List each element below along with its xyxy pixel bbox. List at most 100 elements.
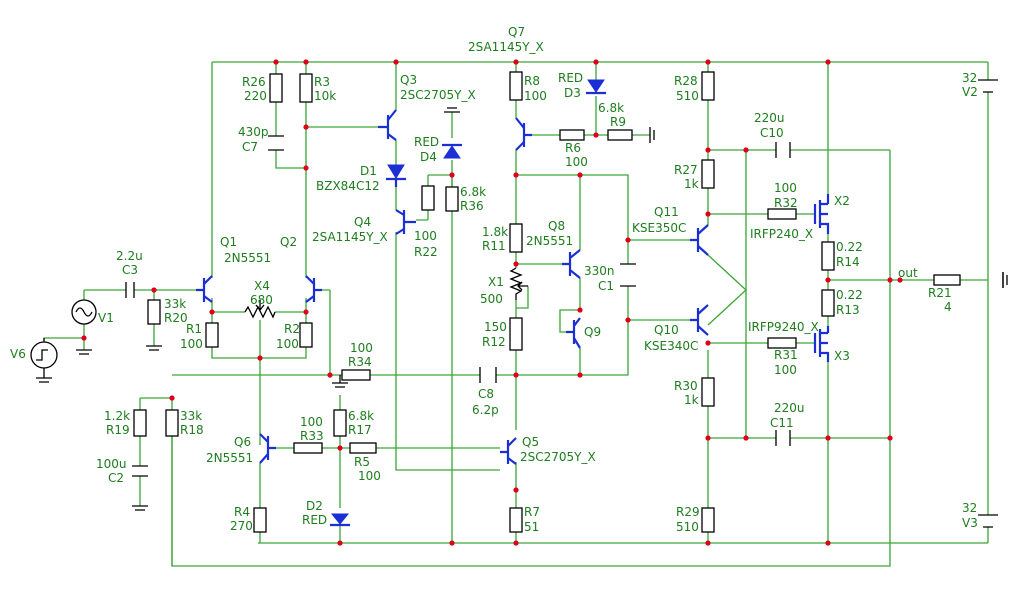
resistor-R6: [559, 129, 585, 141]
label-R27: R27: [674, 163, 698, 177]
trimmer-X4: [244, 305, 276, 319]
resistor-R22: [421, 185, 435, 211]
label-R31-value: 100: [774, 363, 797, 377]
label-R2-value: 100: [276, 337, 299, 351]
label-R12: R12: [482, 335, 506, 349]
label-out: out: [898, 266, 918, 280]
resistor-R19: [133, 409, 147, 437]
battery-V3: [978, 514, 998, 528]
label-X2-value: IRFP240_X: [750, 227, 813, 241]
diode-D1: [386, 164, 406, 187]
transistor-Q2: [305, 275, 322, 303]
label-Q1-value: 2N5551: [224, 251, 271, 265]
resistor-R21: [933, 274, 961, 286]
label-R17-value: 6.8k: [348, 409, 374, 423]
resistor-R20: [147, 299, 161, 325]
label-V3-value: 32: [962, 501, 977, 515]
label-C8: C8: [478, 387, 494, 401]
label-X1: X1: [488, 275, 504, 289]
label-R32: R32: [774, 196, 798, 210]
resistor-R4: [253, 507, 267, 533]
label-Q6-value: 2N5551: [206, 451, 253, 465]
label-D1-value: BZX84C12: [316, 179, 380, 193]
label-Q11-value: KSE350C: [632, 221, 686, 235]
ground-V1: [76, 349, 92, 355]
resistor-R18: [165, 409, 179, 437]
label-X1-value: 500: [480, 292, 503, 306]
label-R5: R5: [354, 455, 370, 469]
label-R12-value: 150: [484, 320, 507, 334]
label-C1-value: 330n: [584, 264, 615, 278]
ground-C2: [132, 505, 148, 511]
transistor-Q6: [259, 433, 276, 464]
component-labels: Q7 2SA1145Y_X R26 220 R3 10k Q3 2SC2705Y…: [10, 25, 978, 534]
transistor-Q3: [378, 109, 397, 141]
label-Q4-value: 2SA1145Y_X: [312, 230, 388, 244]
label-C7: C7: [242, 140, 258, 154]
label-R9: R9: [610, 115, 626, 129]
ground-R20: [146, 345, 162, 351]
label-C1: C1: [598, 279, 614, 293]
label-R5-value: 100: [358, 469, 381, 483]
label-C7-value: 430p: [238, 125, 269, 139]
resistor-R26: [269, 73, 283, 103]
label-R13-value: 0.22: [836, 288, 863, 302]
resistor-R11: [509, 223, 523, 253]
capacitor-C3: [125, 282, 135, 298]
label-R29: R29: [676, 505, 700, 519]
label-R28-value: 510: [676, 89, 699, 103]
label-R20-value: 33k: [164, 297, 186, 311]
transistor-Q4: [395, 209, 416, 235]
label-R26: R26: [242, 75, 266, 89]
label-C8-value: 6.2p: [472, 403, 499, 417]
label-D2: D2: [306, 499, 323, 513]
battery-V2: [978, 79, 998, 93]
ground-D4: [444, 107, 460, 113]
label-R13: R13: [836, 303, 860, 317]
resistor-R17: [333, 409, 347, 437]
label-Q1: Q1: [220, 235, 237, 249]
resistor-R2: [299, 322, 313, 348]
label-V2: V2: [962, 85, 978, 99]
resistor-R13: [821, 289, 835, 317]
label-D3: D3: [564, 86, 581, 100]
label-R28: R28: [674, 74, 698, 88]
mosfet-X3: [813, 326, 830, 362]
label-Q10-value: KSE340C: [644, 339, 698, 353]
label-X3-value: IRFP9240_X: [748, 320, 819, 334]
mosfet-X2: [813, 194, 830, 234]
transistor-Q7: [515, 117, 532, 151]
label-R3: R3: [314, 75, 330, 89]
label-R1: R1: [186, 322, 202, 336]
diode-D3: [586, 79, 606, 95]
label-R1-value: 100: [180, 337, 203, 351]
ground-V6: [36, 377, 52, 383]
resistor-R30: [701, 377, 715, 407]
capacitor-C11: [775, 430, 791, 446]
diode-D4: [442, 143, 462, 159]
label-R2: R2: [284, 322, 300, 336]
transistor-Q5: [500, 437, 517, 465]
label-Q2: Q2: [280, 235, 297, 249]
label-R22-value: 100: [414, 229, 437, 243]
source-V6: [30, 341, 58, 369]
label-R26-value: 220: [244, 89, 267, 103]
label-R8-value: 100: [524, 89, 547, 103]
resistor-R28: [701, 71, 715, 101]
label-Q11: Q11: [654, 205, 679, 219]
label-C10-value: 220u: [754, 111, 785, 125]
label-D3-value: RED: [558, 71, 583, 85]
resistor-R31: [767, 337, 797, 349]
label-R32-value: 100: [774, 181, 797, 195]
label-D4: D4: [420, 150, 437, 164]
label-V6: V6: [10, 347, 26, 361]
label-V2-value: 32: [962, 71, 977, 85]
label-R34-value: 100: [350, 341, 373, 355]
resistor-R9: [607, 129, 633, 141]
resistor-R1: [205, 322, 219, 348]
resistor-R5: [349, 442, 377, 454]
label-R33-value: 100: [300, 415, 323, 429]
label-R21: R21: [928, 286, 952, 300]
transistor-Q8: [562, 249, 581, 279]
